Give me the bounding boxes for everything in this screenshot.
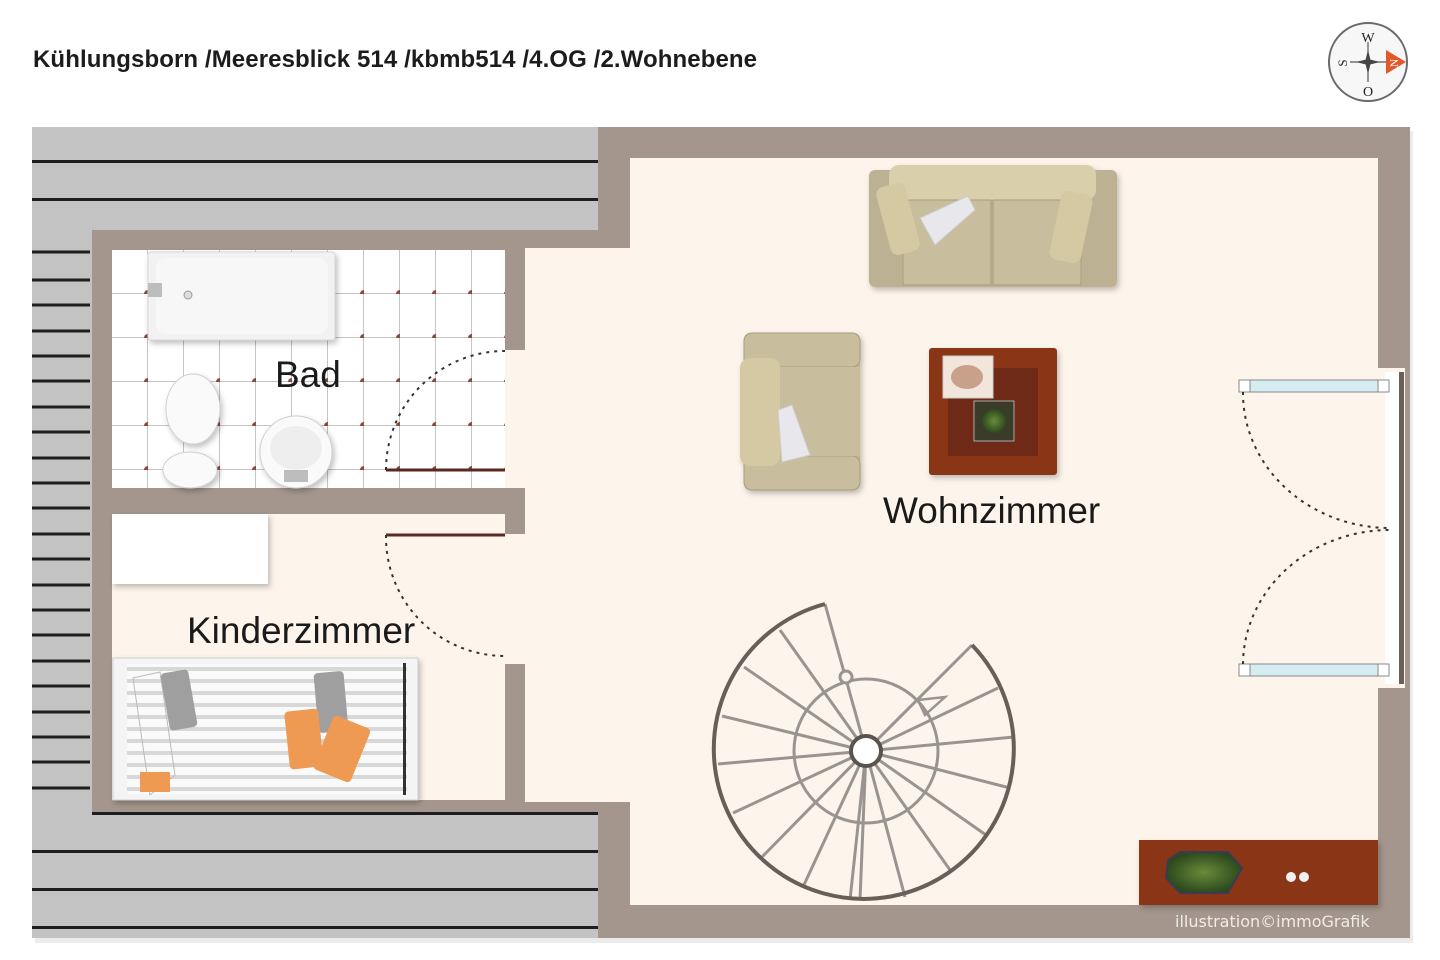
room-label-kinderzimmer: Kinderzimmer <box>187 610 416 651</box>
armchair <box>740 332 861 491</box>
spiral-staircase <box>711 602 1016 901</box>
bathtub <box>147 251 336 341</box>
coffee-table <box>929 348 1057 475</box>
credit-text: illustration©immoGrafik <box>1175 912 1370 931</box>
room-label-bad: Bad <box>275 354 341 395</box>
sofa <box>869 165 1117 287</box>
room-label-wohnzimmer: Wohnzimmer <box>883 490 1101 531</box>
sink <box>259 415 333 489</box>
toilet <box>162 373 221 489</box>
compass-letter-s: S <box>1335 59 1350 66</box>
plan-title: Kühlungsborn /Meeresblick 514 /kbmb514 /… <box>33 46 758 73</box>
sideboard <box>1139 840 1378 905</box>
kinderzimmer-door <box>384 533 506 657</box>
bed <box>112 657 419 801</box>
compass-letter-n: N <box>1387 58 1401 67</box>
compass-icon: W O S N <box>1328 22 1408 102</box>
compass-letter-w: W <box>1361 31 1375 46</box>
shelf <box>112 514 268 584</box>
compass-letter-o: O <box>1363 85 1373 100</box>
terrace <box>32 127 598 938</box>
bad-door <box>385 350 506 472</box>
balcony-door <box>1238 372 1404 684</box>
north-arrow-icon <box>1386 50 1406 74</box>
